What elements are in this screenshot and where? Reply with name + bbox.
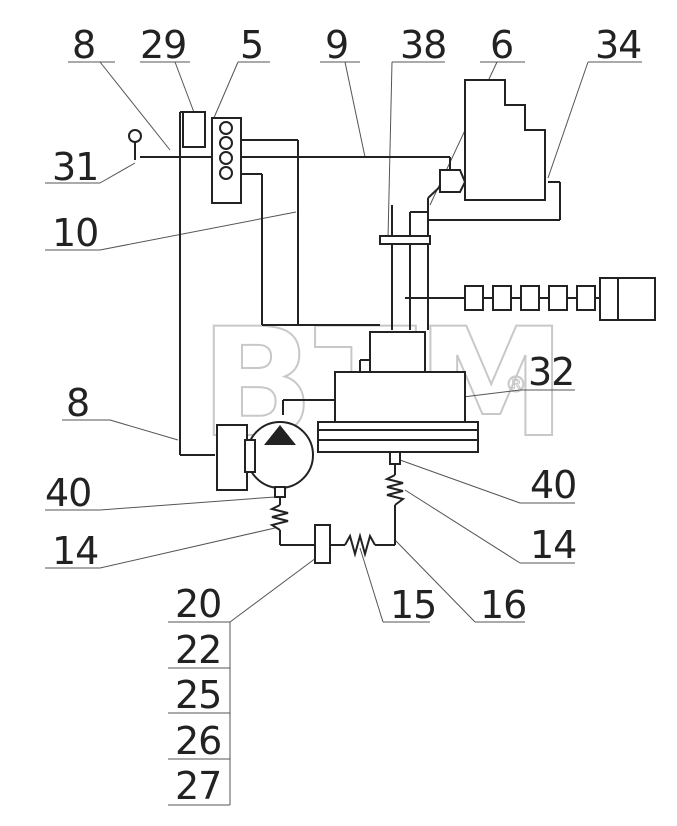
control-unit xyxy=(369,331,426,373)
callout-40-left: 40 xyxy=(45,471,91,515)
hose-14-left xyxy=(269,504,289,531)
callout-16: 16 xyxy=(480,583,526,627)
motor-housing xyxy=(216,424,248,491)
callout-9: 9 xyxy=(325,23,348,67)
fitting-40-left xyxy=(274,486,286,498)
callout-6: 6 xyxy=(490,23,513,67)
hose-14-right xyxy=(384,474,406,506)
flywheel-housing xyxy=(317,421,479,453)
valve-20 xyxy=(314,524,331,564)
tank-34 xyxy=(464,79,546,201)
components xyxy=(128,79,656,564)
callout-25: 25 xyxy=(175,673,221,717)
callout-38: 38 xyxy=(400,23,446,67)
callout-8-top: 8 xyxy=(72,23,95,67)
callout-29: 29 xyxy=(140,23,186,67)
callout-40-right: 40 xyxy=(530,463,576,507)
callout-20: 20 xyxy=(175,582,221,626)
filter-29 xyxy=(182,111,206,148)
heat-exchanger-15 xyxy=(344,532,376,558)
gauge-31 xyxy=(128,129,142,143)
callout-14-right: 14 xyxy=(530,523,576,567)
callout-14-left: 14 xyxy=(52,529,98,573)
callout-5: 5 xyxy=(240,23,263,67)
pump-symbol-icon xyxy=(264,425,296,445)
callout-15: 15 xyxy=(390,583,436,627)
clamp-38 xyxy=(379,235,431,245)
callout-26: 26 xyxy=(175,719,221,763)
callout-22: 22 xyxy=(175,628,221,672)
callout-10: 10 xyxy=(52,211,98,255)
engine-block xyxy=(334,371,466,423)
callout-31: 31 xyxy=(52,145,98,189)
registered-mark: ® xyxy=(505,373,527,398)
callout-34: 34 xyxy=(595,23,641,67)
battery-pack xyxy=(599,277,656,321)
callout-27: 27 xyxy=(175,764,221,808)
valve-6 xyxy=(439,169,467,193)
callout-labels: 8 29 5 9 38 6 34 31 10 32 8 40 40 14 14 … xyxy=(45,23,642,808)
callout-32: 32 xyxy=(528,350,574,394)
fitting-40-right xyxy=(389,451,401,465)
callout-8-mid: 8 xyxy=(66,381,89,425)
